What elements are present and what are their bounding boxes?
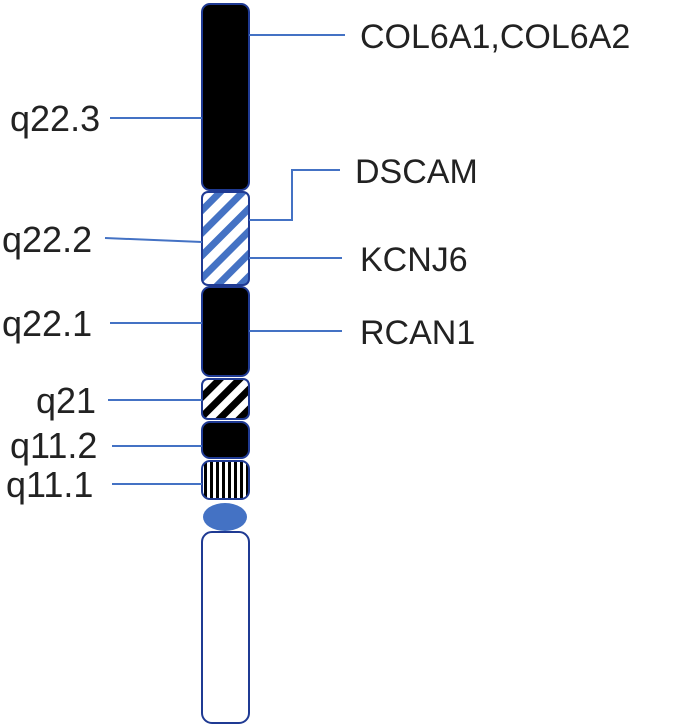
band-label-q22.1: q22.1 — [2, 303, 92, 344]
band-label-q21: q21 — [36, 380, 96, 421]
centromere — [203, 503, 247, 531]
leader-q22.2 — [104, 237, 203, 243]
band-label-q22.2: q22.2 — [2, 219, 92, 260]
band-q11.1 — [201, 460, 250, 500]
band-label-q22.3: q22.3 — [10, 98, 100, 139]
leader-dscam — [249, 169, 340, 221]
gene-label-kcnj6: KCNJ6 — [360, 241, 468, 279]
gene-label-dscam: DSCAM — [355, 153, 478, 191]
gene-label-col6a: COL6A1,COL6A2 — [360, 18, 630, 56]
band-q22.1 — [201, 286, 250, 377]
band-q11.2 — [201, 421, 250, 459]
gene-label-rcan1: RCAN1 — [360, 314, 475, 352]
band-q22.3 — [201, 3, 250, 191]
band-q21 — [201, 378, 250, 420]
short-arm — [201, 531, 250, 724]
band-label-q11.2: q11.2 — [10, 425, 97, 466]
band-label-q11.1: q11.1 — [6, 464, 93, 505]
band-q22.2 — [201, 191, 250, 286]
